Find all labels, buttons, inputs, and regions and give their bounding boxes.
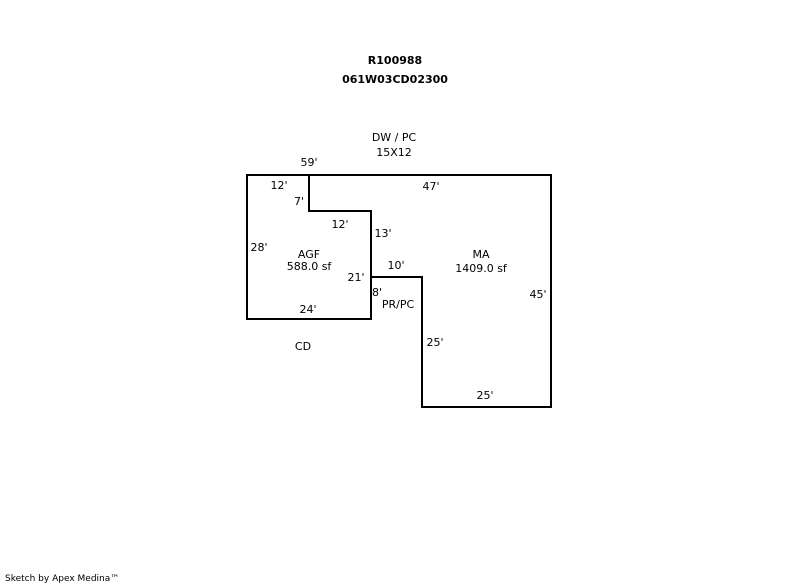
ma-area: 1409.0 sf — [455, 262, 508, 275]
dimension-45: 45' — [529, 288, 546, 301]
map-number: 061W03CD02300 — [342, 73, 448, 86]
dimension-12-inner: 12' — [331, 218, 348, 231]
dimension-25-bottom: 25' — [476, 389, 493, 402]
top-label: DW / PC — [372, 131, 417, 144]
dimension-12-top: 12' — [270, 179, 287, 192]
dimension-24: 24' — [299, 303, 316, 316]
dimension-10: 10' — [387, 259, 404, 272]
agf-outline — [246, 174, 372, 320]
ma-label: MA — [472, 248, 489, 261]
parcel-id: R100988 — [367, 54, 423, 67]
porch-label: PR/PC — [382, 298, 415, 311]
main-area-outline — [308, 174, 552, 408]
agf-label: AGF — [298, 248, 320, 261]
top-size: 15X12 — [376, 146, 412, 159]
dimension-59: 59' — [300, 156, 317, 169]
dimension-13: 13' — [374, 227, 391, 240]
sketch-credit: Sketch by Apex Medina™ — [5, 574, 120, 584]
dimension-25-side: 25' — [426, 336, 443, 349]
dimension-8: 8' — [372, 286, 382, 299]
dimension-28: 28' — [250, 241, 267, 254]
agf-area: 588.0 sf — [287, 260, 333, 273]
dimension-21: 21' — [347, 271, 364, 284]
dimension-47: 47' — [422, 180, 439, 193]
dimension-7: 7' — [294, 195, 304, 208]
cd-label: CD — [295, 340, 311, 353]
